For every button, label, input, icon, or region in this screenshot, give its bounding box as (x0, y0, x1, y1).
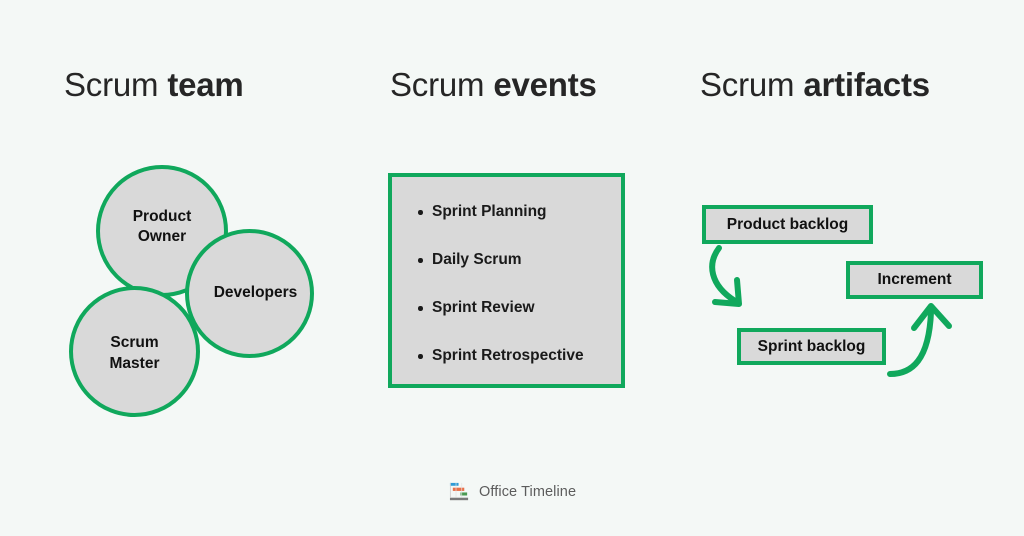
heading-artifacts-bold: artifacts (803, 66, 930, 103)
heading-scrum-artifacts: Scrum artifacts (700, 66, 930, 104)
artifact-label-sprint-backlog: Sprint backlog (757, 337, 866, 355)
list-item: Daily Scrum (418, 251, 621, 269)
heading-events-light: Scrum (390, 66, 494, 103)
artifact-box-increment: Increment (846, 261, 983, 299)
heading-events-bold: events (493, 66, 597, 103)
heading-team-light: Scrum (64, 66, 168, 103)
role-circle-developers: Developers (185, 229, 314, 358)
artifact-flow-arrows (709, 245, 952, 377)
heading-artifacts-light: Scrum (700, 66, 804, 103)
artifact-label-increment: Increment (877, 271, 952, 288)
list-item: Sprint Planning (418, 203, 621, 221)
list-item: Sprint Retrospective (418, 347, 621, 365)
arrow-sprint-to-increment-icon (887, 303, 952, 377)
scrum-events-list: Sprint Planning Daily Scrum Sprint Revie… (392, 177, 621, 365)
heading-scrum-team: Scrum team (64, 66, 244, 104)
role-label-developers: Developers (213, 284, 298, 302)
heading-scrum-events: Scrum events (390, 66, 597, 104)
office-timeline-gantt-icon (449, 482, 469, 501)
artifact-box-product-backlog: Product backlog (702, 205, 873, 244)
scrum-events-box: Sprint Planning Daily Scrum Sprint Revie… (388, 173, 625, 388)
heading-team-bold: team (167, 66, 244, 103)
brand-name: Office Timeline (479, 483, 577, 500)
arrow-product-to-sprint-icon (709, 245, 742, 307)
footer-brand: Office Timeline (449, 481, 576, 502)
artifact-label-product-backlog: Product backlog (726, 215, 849, 233)
list-item: Sprint Review (418, 299, 621, 317)
artifact-box-sprint-backlog: Sprint backlog (737, 328, 886, 365)
